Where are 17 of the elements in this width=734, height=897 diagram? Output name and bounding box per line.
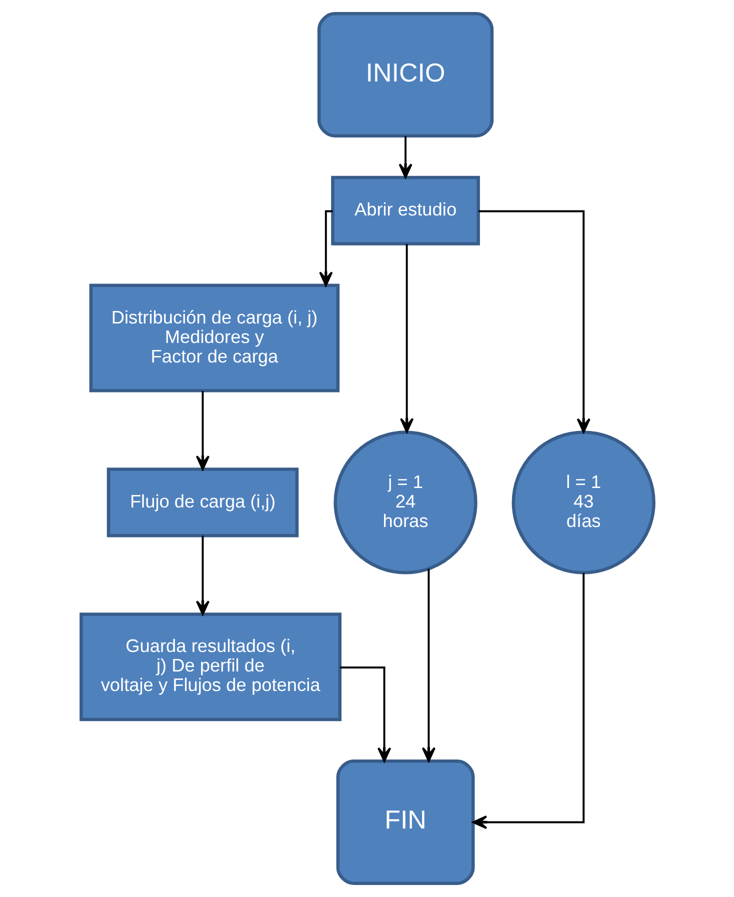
node-box: Abrir estudio — [330, 176, 480, 246]
node-box: INICIO — [316, 12, 494, 138]
arrow — [478, 210, 590, 433]
node-box: Guarda resultados (i, j) De perfil de voltaje y Flujos de potencia — [79, 612, 341, 722]
node-box: Flujo de carga (i,j) — [106, 468, 298, 538]
node-circle: l = 1 43 días — [511, 430, 655, 574]
arrow — [195, 390, 210, 470]
arrow — [398, 136, 412, 178]
node-circle: j = 1 24 horas — [333, 430, 477, 574]
arrow — [340, 666, 391, 762]
arrow — [195, 536, 210, 616]
arrow — [472, 573, 584, 830]
arrow — [421, 568, 436, 762]
node-box: FIN — [336, 760, 474, 885]
arrow — [318, 210, 332, 286]
node-box: Distribución de carga (i, j) Medidores y Factor de carga — [88, 284, 340, 392]
arrow — [400, 244, 414, 433]
